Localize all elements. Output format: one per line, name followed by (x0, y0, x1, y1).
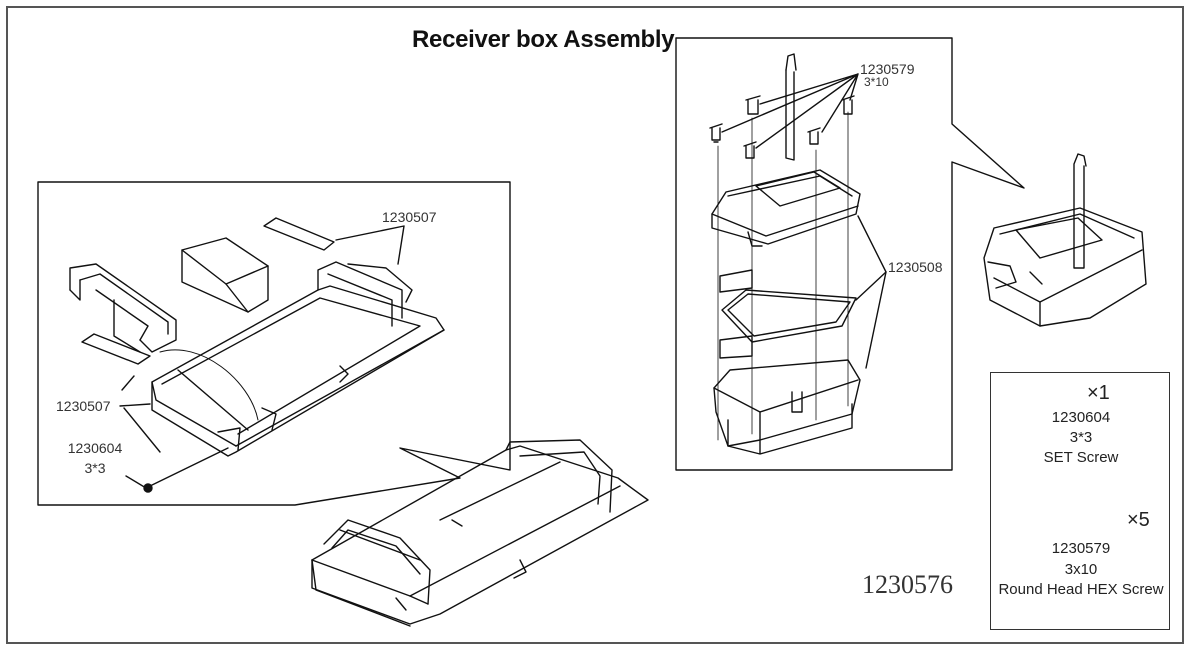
setscrew-qty: ×1 (1087, 382, 1110, 404)
foam-pad-top (263, 217, 335, 251)
left-callout-panel (37, 181, 511, 506)
setscrew-head (143, 483, 153, 493)
right-callout-panel (675, 37, 1025, 471)
hexscrew-part-number: 1230579 (1051, 540, 1111, 557)
foam-pad-left (81, 333, 151, 365)
receiver-box-lid (711, 169, 861, 247)
diagram-title: Receiver box Assembly (412, 26, 675, 53)
label-part-1230579: 1230579 (860, 61, 915, 77)
label-part-1230604: 1230604 (67, 440, 123, 456)
foam-block (181, 237, 269, 313)
label-part-1230507-left: 1230507 (56, 398, 111, 414)
strap-detached (69, 263, 177, 353)
setscrew-shaft (149, 447, 229, 487)
catalog-number: 1230576 (862, 570, 953, 599)
foam-pad-lower (719, 335, 753, 359)
setscrew-part-number: 1230604 (1051, 409, 1111, 426)
parts-legend: ×1 1230604 3*3 SET Screw ×5 1230579 3x10… (990, 372, 1170, 630)
label-setscrew-size: 3*3 (84, 460, 106, 476)
receiver-box-assembled (983, 153, 1147, 327)
hex-screw-set (709, 95, 855, 159)
diagram-frame (6, 6, 1184, 644)
gasket (721, 289, 857, 343)
hexscrew-size: 3x10 (1064, 561, 1098, 578)
foam-pad-upper (719, 269, 753, 293)
hexscrew-qty: ×5 (1127, 509, 1150, 531)
setscrew-size: 3*3 (1069, 429, 1093, 446)
label-part-1230507-top: 1230507 (382, 209, 437, 225)
hexscrew-name: Round Head HEX Screw (998, 581, 1164, 598)
label-screw-size: 3*10 (864, 75, 889, 89)
tray-left (151, 261, 445, 457)
receiver-box-base (713, 359, 861, 455)
setscrew-name: SET Screw (1043, 449, 1119, 466)
tray-assembled (311, 439, 649, 627)
label-part-1230508: 1230508 (888, 259, 943, 275)
antenna-tube (785, 53, 797, 161)
